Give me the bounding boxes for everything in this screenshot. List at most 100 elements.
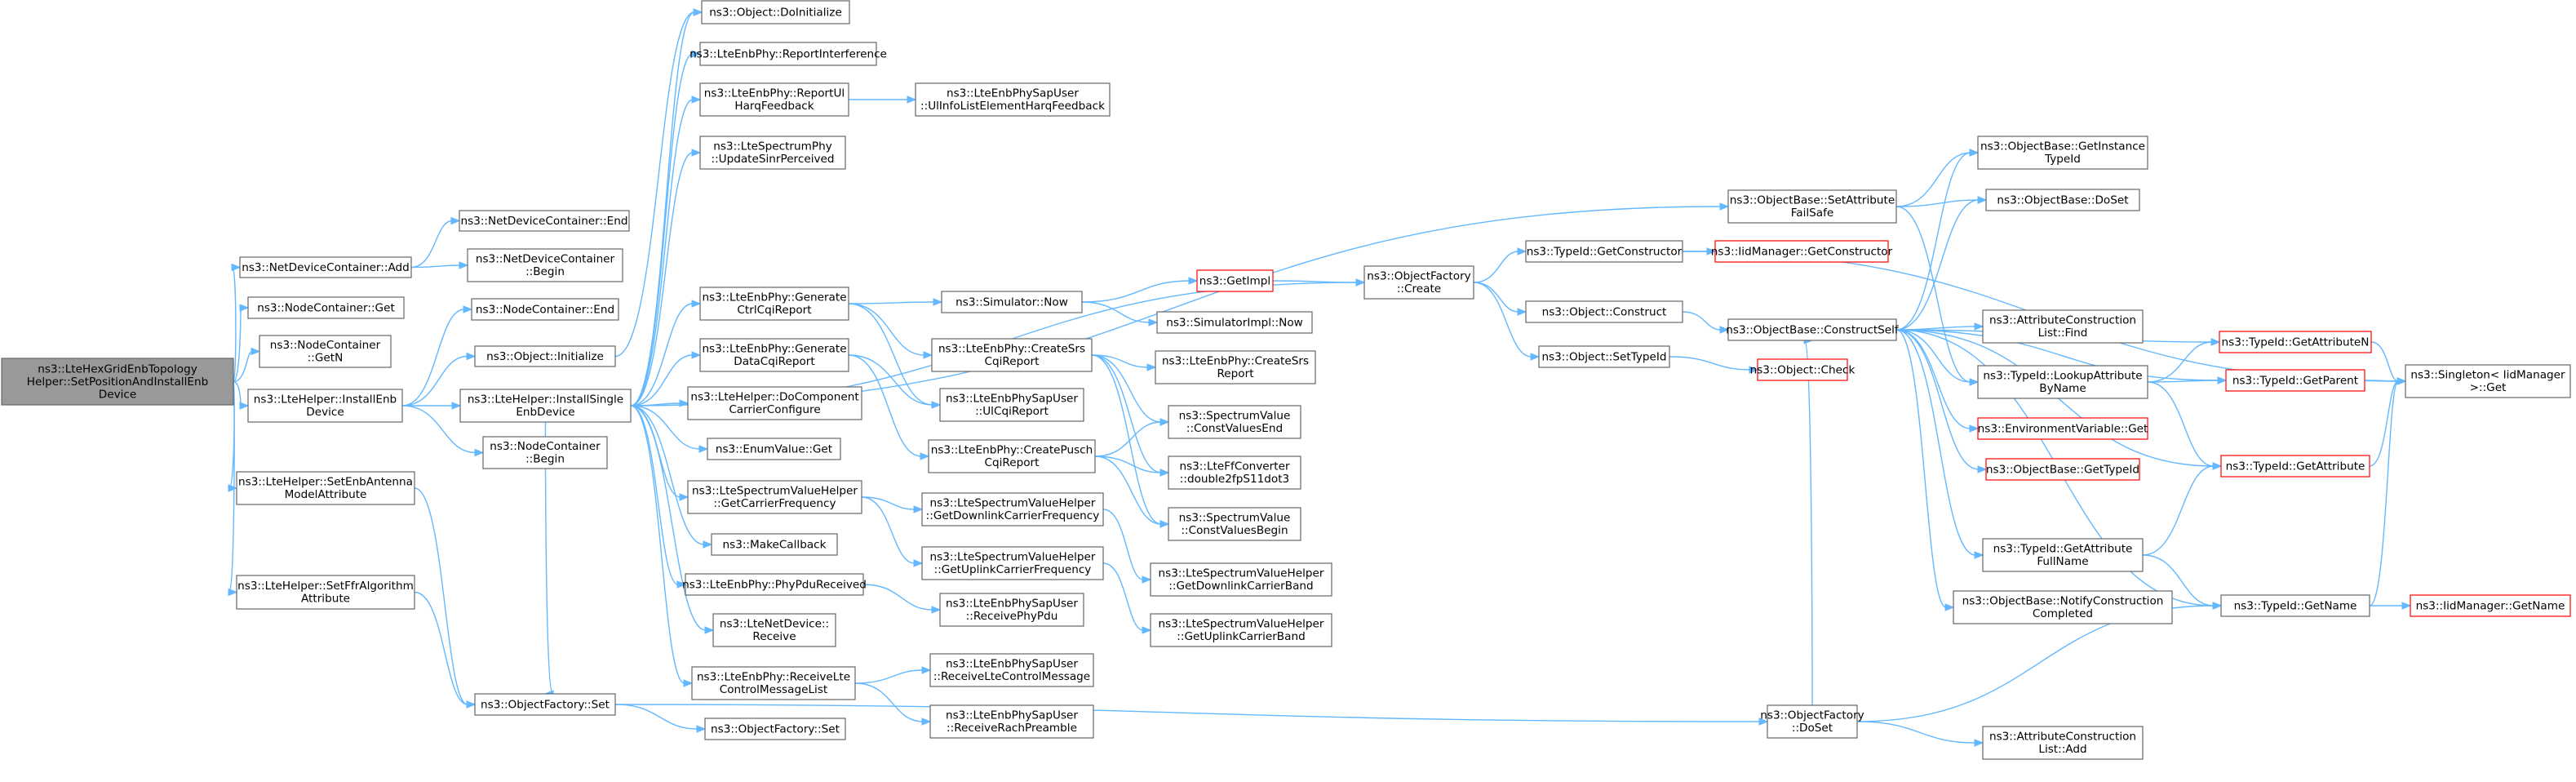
node-svh-ul-band[interactable]: ns3::LteSpectrumValueHelper::GetUplinkCa… xyxy=(1150,613,1332,647)
node-label-line: ns3::TypeId::LookupAttribute xyxy=(1983,370,2142,383)
node-box xyxy=(247,296,405,319)
edge-ob_constructself-to-tid_lookup xyxy=(1895,329,1980,386)
node-ffconv[interactable]: ns3::LteFfConverter::double2fpS11dot3 xyxy=(1168,455,1301,490)
node-singleton-get[interactable]: ns3::Singleton< IidManager>::Get xyxy=(2405,364,2571,398)
node-ndc-begin[interactable]: ns3::NetDeviceContainer::Begin xyxy=(467,248,623,282)
node-of-set2[interactable]: ns3::ObjectFactory::Set xyxy=(704,718,846,740)
node-ob-doset[interactable]: ns3::ObjectBase::DoSet xyxy=(1985,189,2140,211)
node-obj-init[interactable]: ns3::Object::Initialize xyxy=(474,345,616,367)
node-sap-recv-ctrl[interactable]: ns3::LteEnbPhySapUser::ReceiveLteControl… xyxy=(929,653,1094,687)
node-box xyxy=(931,338,1093,372)
node-label-line: ByName xyxy=(2039,382,2086,395)
node-box xyxy=(1363,265,1474,300)
node-label-line: CarrierConfigure xyxy=(729,403,820,416)
node-tid-getctor[interactable]: ns3::TypeId::GetConstructor xyxy=(1525,240,1683,263)
node-nc-begin[interactable]: ns3::NodeContainer::Begin xyxy=(482,436,608,469)
edge-line xyxy=(1094,455,1162,473)
edge-lh_antenna-to-of_set xyxy=(414,487,477,709)
node-obj-settypeid[interactable]: ns3::Object::SetTypeId xyxy=(1538,345,1670,368)
node-spec-update[interactable]: ns3::LteSpectrumPhy::UpdateSinrPerceived xyxy=(699,136,846,170)
node-enb-phypdu[interactable]: ns3::LteEnbPhy::PhyPduReceived xyxy=(682,573,867,596)
node-tid-getattr[interactable]: ns3::TypeId::GetAttribute xyxy=(2220,455,2370,478)
node-label-line: ::double2fpS11dot3 xyxy=(1180,473,1289,486)
node-obj-doinit[interactable]: ns3::Object::DoInitialize xyxy=(701,0,850,24)
edge-lh_single-to-enb_report_ul xyxy=(630,96,702,407)
edge-arrowhead xyxy=(679,493,689,501)
node-enb-report-interf[interactable]: ns3::LteEnbPhy::ReportInterference xyxy=(689,42,887,66)
node-lh-docomp[interactable]: ns3::LteHelper::DoComponentCarrierConfig… xyxy=(687,386,862,420)
node-iid-getname[interactable]: ns3::IidManager::GetName xyxy=(2410,594,2571,617)
node-box xyxy=(1727,189,1897,224)
node-ndc-add[interactable]: ns3::NetDeviceContainer::Add xyxy=(239,256,412,278)
edge-line xyxy=(630,405,685,684)
node-obj-construct[interactable]: ns3::Object::Construct xyxy=(1525,300,1683,323)
node-label-line: ns3::LteHelper::InstallEnb xyxy=(254,393,397,407)
node-box xyxy=(2220,594,2370,617)
node-of-create[interactable]: ns3::ObjectFactory::Create xyxy=(1363,265,1474,300)
edge-arrowhead xyxy=(228,588,238,597)
edge-arrowhead xyxy=(1974,551,1984,559)
node-box xyxy=(699,82,849,117)
edge-arrowhead xyxy=(1719,326,1730,334)
node-netdev-recv[interactable]: ns3::LteNetDevice::Receive xyxy=(712,613,836,647)
node-sap-ulcqi[interactable]: ns3::LteEnbPhySapUser::UlCqiReport xyxy=(939,388,1084,422)
node-sap-recv-pdu[interactable]: ns3::LteEnbPhySapUser::ReceivePhyPdu xyxy=(939,593,1084,627)
edge-arrowhead xyxy=(2217,376,2228,384)
edge-svh_dl_freq-to-svh_dl_band xyxy=(1102,509,1152,584)
edge-root-to-nc_getn xyxy=(233,347,261,383)
node-sap-recv-rach[interactable]: ns3::LteEnbPhySapUser::ReceiveRachPreamb… xyxy=(929,704,1094,739)
node-root[interactable]: ns3::LteHexGridEnbTopologyHelper::SetPos… xyxy=(1,358,234,406)
node-ob-gettypeid[interactable]: ns3::ObjectBase::GetTypeId xyxy=(1985,458,2140,481)
node-lh-antenna[interactable]: ns3::LteHelper::SetEnbAntennaModelAttrib… xyxy=(236,471,415,505)
node-label-line: ns3::Object::SetTypeId xyxy=(1541,350,1666,363)
node-simimpl-now[interactable]: ns3::SimulatorImpl::Now xyxy=(1156,311,1313,334)
node-sv-begin[interactable]: ns3::SpectrumValue::ConstValuesBegin xyxy=(1168,507,1301,541)
node-tid-getattrn[interactable]: ns3::TypeId::GetAttributeN xyxy=(2219,331,2372,353)
node-obj-check[interactable]: ns3::Object::Check xyxy=(1750,358,1856,381)
node-get-impl[interactable]: ns3::GetImpl xyxy=(1196,269,1274,292)
node-ob-notify[interactable]: ns3::ObjectBase::NotifyConstructionCompl… xyxy=(1953,590,2173,624)
node-ob-constructself[interactable]: ns3::ObjectBase::ConstructSelf xyxy=(1726,318,1900,341)
node-svh-carrier[interactable]: ns3::LteSpectrumValueHelper::GetCarrierF… xyxy=(687,480,862,514)
node-svh-dl-band[interactable]: ns3::LteSpectrumValueHelper::GetDownlink… xyxy=(1150,562,1332,597)
edge-arrowhead xyxy=(1188,277,1199,285)
node-label-line: ns3::LteEnbPhySapUser xyxy=(947,87,1079,100)
node-label-line: Receive xyxy=(752,630,796,643)
node-enb-recv-ctrl[interactable]: ns3::LteEnbPhy::ReceiveLteControlMessage… xyxy=(691,666,856,700)
node-svh-ul-freq[interactable]: ns3::LteSpectrumValueHelper::GetUplinkCa… xyxy=(921,546,1104,580)
node-nc-get[interactable]: ns3::NodeContainer::Get xyxy=(247,296,405,319)
node-tid-getname[interactable]: ns3::TypeId::GetName xyxy=(2220,594,2370,617)
node-svh-dl-freq[interactable]: ns3::LteSpectrumValueHelper::GetDownlink… xyxy=(921,492,1104,527)
node-env-get[interactable]: ns3::EnvironmentVariable::Get xyxy=(1977,417,2148,440)
node-nc-end[interactable]: ns3::NodeContainer::End xyxy=(471,298,619,321)
node-of-set[interactable]: ns3::ObjectFactory::Set xyxy=(474,693,616,716)
node-ndc-end[interactable]: ns3::NetDeviceContainer::End xyxy=(459,210,630,232)
node-nc-getn[interactable]: ns3::NodeContainer::GetN xyxy=(259,335,392,368)
node-iid-getctor[interactable]: ns3::IidManager::GetConstructor xyxy=(1711,240,1893,263)
node-sim-now[interactable]: ns3::Simulator::Now xyxy=(941,291,1083,313)
node-sv-end[interactable]: ns3::SpectrumValue::ConstValuesEnd xyxy=(1168,405,1301,439)
node-of-doset[interactable]: ns3::ObjectFactory::DoSet xyxy=(1760,704,1864,739)
node-label-line: FailSafe xyxy=(1791,207,1834,220)
node-tid-getparent[interactable]: ns3::TypeId::GetParent xyxy=(2225,369,2365,392)
node-label-line: ns3::NetDeviceContainer::Add xyxy=(242,261,410,274)
node-enum-get[interactable]: ns3::EnumValue::Get xyxy=(707,438,841,460)
node-make-cb[interactable]: ns3::MakeCallback xyxy=(711,533,838,556)
node-sap-ulinfo[interactable]: ns3::LteEnbPhySapUser::UlInfoListElement… xyxy=(915,82,1111,117)
edge-arrowhead xyxy=(2401,602,2412,610)
